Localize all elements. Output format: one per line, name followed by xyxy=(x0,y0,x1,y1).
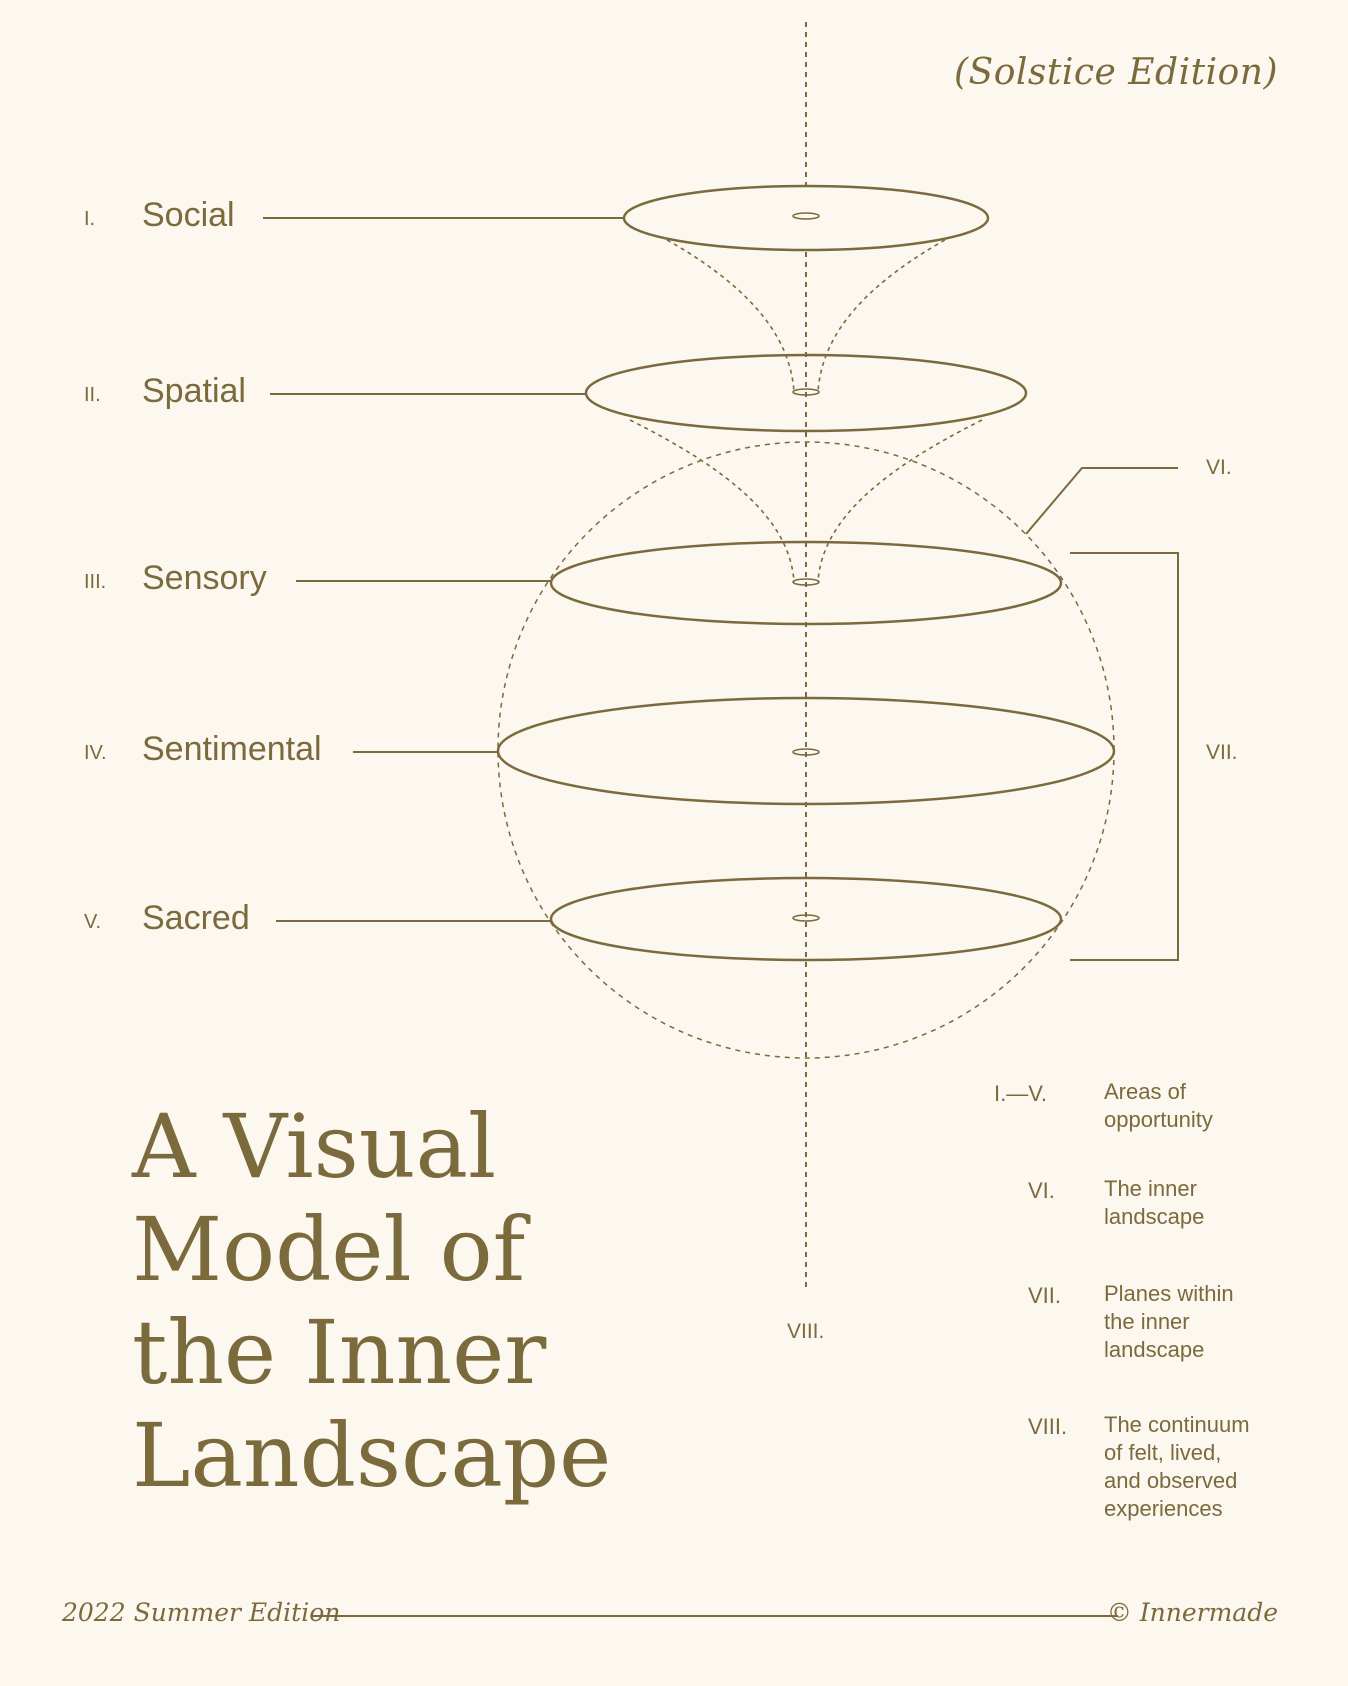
legend-4-line-2: of felt, lived, xyxy=(1104,1440,1222,1465)
callout-viii: VIII. xyxy=(787,1320,825,1343)
leader-vi xyxy=(1025,467,1178,535)
center-ring-3 xyxy=(792,578,820,586)
legend-text-2: The inner landscape xyxy=(1104,1175,1274,1231)
legend-num-4: VIII. xyxy=(1028,1414,1068,1439)
legend-2-line-1: The inner xyxy=(1104,1176,1197,1201)
plane-sensory xyxy=(549,540,1063,626)
center-ring-2 xyxy=(792,388,820,396)
funnel-curve-lower-right xyxy=(817,419,983,583)
legend-1-line-1: Areas of xyxy=(1104,1079,1186,1104)
legend-2-line-2: landscape xyxy=(1104,1204,1205,1229)
funnel-curve-upper-right xyxy=(817,235,953,393)
level-name-sacred: Sacred xyxy=(142,899,250,937)
level-name-sentimental: Sentimental xyxy=(142,730,322,768)
funnel-curve-upper-left xyxy=(659,235,795,393)
callout-vi: VI. xyxy=(1206,456,1232,479)
legend-num-3: VII. xyxy=(1028,1283,1062,1308)
legend-num-2: VI. xyxy=(1028,1178,1055,1203)
funnel-curve-lower-left xyxy=(629,419,795,583)
callout-vii: VII. xyxy=(1206,741,1238,764)
legend-text-3: Planes within the inner landscape xyxy=(1104,1280,1274,1364)
legend-3-line-2: the inner xyxy=(1104,1309,1190,1334)
legend-4-line-1: The continuum xyxy=(1104,1412,1250,1437)
legend-4-line-3: and observed xyxy=(1104,1468,1238,1493)
level-name-social: Social xyxy=(142,196,235,234)
title-line-2: Model of xyxy=(132,1198,526,1301)
edition-tag: (Solstice Edition) xyxy=(954,52,1278,93)
level-num-5: V. xyxy=(84,911,102,933)
legend-4-line-4: experiences xyxy=(1104,1496,1223,1521)
title-line-1: A Visual xyxy=(132,1095,497,1198)
legend-3-line-3: landscape xyxy=(1104,1337,1205,1362)
level-num-4: IV. xyxy=(84,742,107,764)
bracket-vii xyxy=(1070,552,1179,961)
title-line-3: the Inner xyxy=(132,1301,547,1404)
center-ring-4 xyxy=(792,748,820,756)
level-num-3: III. xyxy=(84,571,107,593)
plane-sacred xyxy=(549,876,1063,962)
legend-text-1: Areas of opportunity xyxy=(1104,1078,1274,1134)
legend-text-4: The continuum of felt, lived, and observ… xyxy=(1104,1411,1274,1523)
footer-edition: 2022 Summer Edition xyxy=(62,1598,341,1627)
level-num-2: II. xyxy=(84,384,101,406)
title-line-4: Landscape xyxy=(132,1404,612,1507)
center-ring-1 xyxy=(792,212,820,220)
poster-title: A Visual Model of the Inner Landscape xyxy=(132,1095,652,1507)
legend-3-line-1: Planes within xyxy=(1104,1281,1234,1306)
level-name-sensory: Sensory xyxy=(142,559,267,597)
level-num-1: I. xyxy=(84,208,96,230)
center-ring-5 xyxy=(792,914,820,922)
legend-1-line-2: opportunity xyxy=(1104,1107,1213,1132)
level-name-spatial: Spatial xyxy=(142,372,246,410)
plane-social xyxy=(622,184,990,252)
footer-copyright: © Innermade xyxy=(1106,1598,1278,1627)
legend-num-1: I.—V. xyxy=(994,1081,1047,1106)
